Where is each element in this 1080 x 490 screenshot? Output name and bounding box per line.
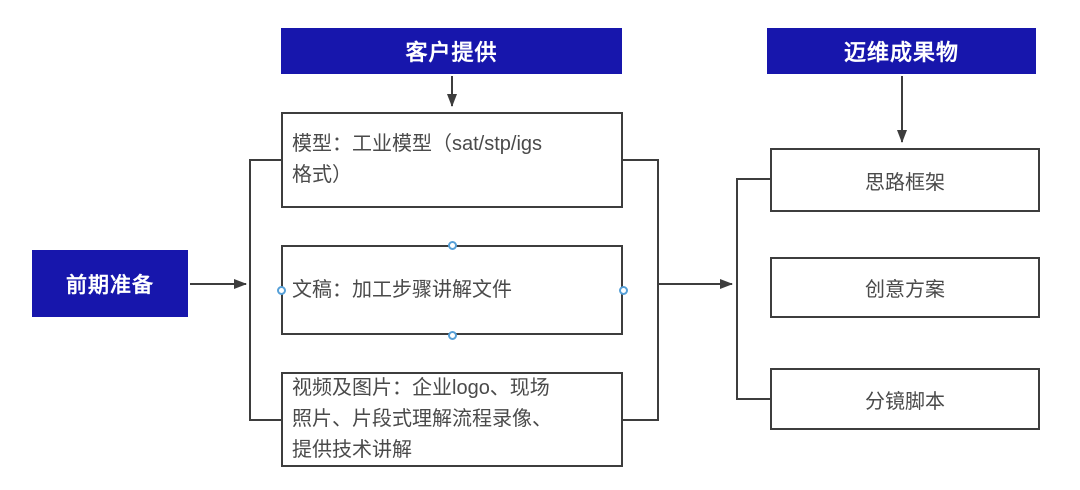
preparation-start-label: 前期准备 xyxy=(66,273,154,297)
deliverables-header[interactable]: 迈维成果物 xyxy=(767,28,1036,74)
deliverable-storyboard-label: 分镜脚本 xyxy=(865,390,945,413)
client-item-media[interactable]: 视频及图片：企业logo、现场照片、片段式理解流程录像、提供技术讲解 xyxy=(281,372,623,467)
deliverable-storyboard[interactable]: 分镜脚本 xyxy=(770,368,1040,430)
selection-handle-bottom[interactable] xyxy=(448,331,457,340)
client-item-media-label: 视频及图片：企业logo、现场照片、片段式理解流程录像、提供技术讲解 xyxy=(292,377,552,461)
selection-handle-right[interactable] xyxy=(619,286,628,295)
deliverable-creative-plan[interactable]: 创意方案 xyxy=(770,257,1040,318)
selection-handle-top[interactable] xyxy=(448,241,457,250)
selection-handle-left[interactable] xyxy=(277,286,286,295)
preparation-start-node[interactable]: 前期准备 xyxy=(32,250,188,317)
deliverables-bracket xyxy=(736,178,770,400)
client-provides-header-label: 客户提供 xyxy=(405,40,498,65)
client-item-document[interactable]: 文稿：加工步骤讲解文件 xyxy=(281,245,623,335)
client-item-model-label: 模型：工业模型（sat/stp/igs格式） xyxy=(292,133,543,186)
client-item-model[interactable]: 模型：工业模型（sat/stp/igs格式） xyxy=(281,112,623,208)
client-input-bracket xyxy=(249,159,281,421)
deliverable-creative-plan-label: 创意方案 xyxy=(865,279,945,301)
deliverable-thought-framework-label: 思路框架 xyxy=(865,171,945,194)
client-output-bracket xyxy=(623,159,659,421)
deliverables-header-label: 迈维成果物 xyxy=(843,40,959,65)
client-item-document-label: 文稿：加工步骤讲解文件 xyxy=(292,278,512,301)
deliverable-thought-framework[interactable]: 思路框架 xyxy=(770,148,1040,212)
client-provides-header[interactable]: 客户提供 xyxy=(281,28,622,74)
